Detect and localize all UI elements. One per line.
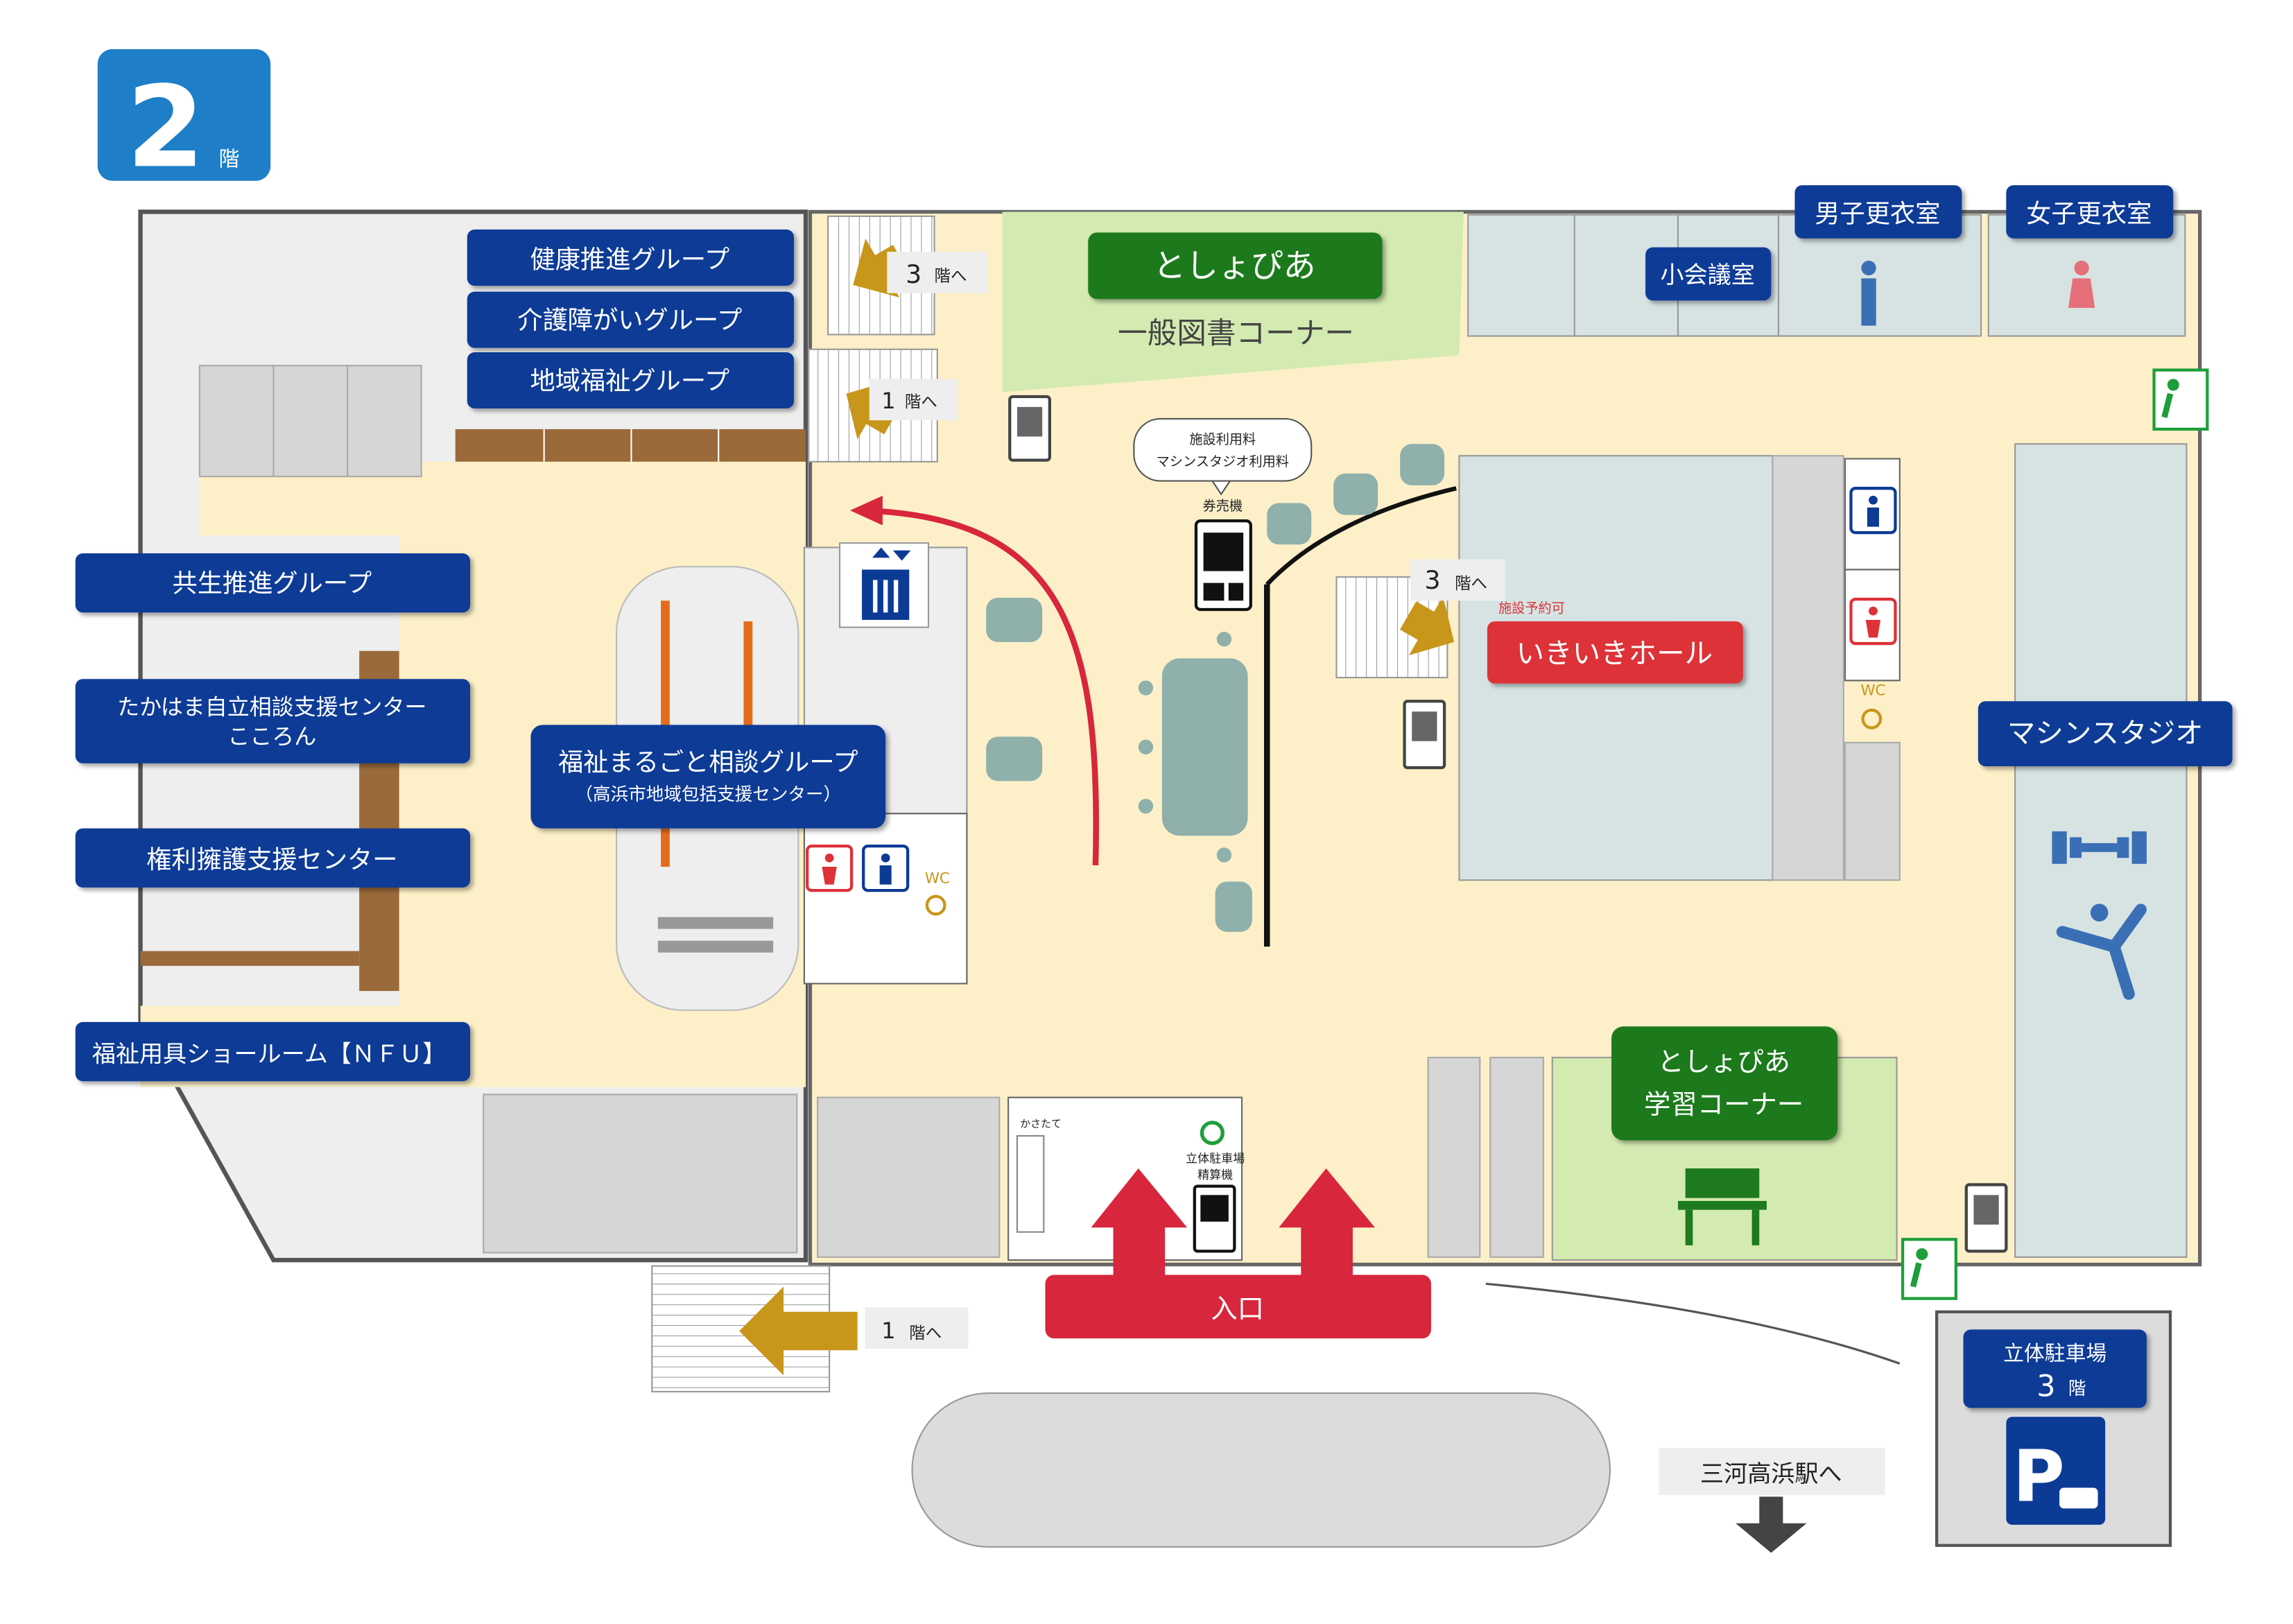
parking-text: 立体駐車場 xyxy=(2003,1342,2106,1366)
station-label[interactable]: 三河高浜駅へ xyxy=(1659,1447,1885,1496)
stairs-to-3f-a[interactable]: 3 階へ xyxy=(887,252,988,293)
to-3f-a-num: 3 xyxy=(906,259,921,289)
gakushu-text-2: 学習コーナー xyxy=(1644,1089,1803,1121)
label-kenri[interactable]: 権利擁護支援センター xyxy=(75,828,471,888)
left-wing xyxy=(138,209,808,1263)
label-danshi[interactable]: 男子更衣室 xyxy=(1794,185,1962,239)
takahama-text-1: たかはま自立相談支援センター xyxy=(117,693,426,720)
bus-loop xyxy=(911,1392,1611,1548)
kenbaiki-text: 券売機 xyxy=(1203,498,1243,514)
ticket-machine-icon xyxy=(1193,1184,1236,1253)
dumbbell-icon xyxy=(2052,831,2147,864)
label-takahama[interactable]: たかはま自立相談支援センター こころん xyxy=(75,679,471,763)
yoyaku-text: 施設予約可 xyxy=(1498,600,1565,616)
machine-text: マシンスタジオ xyxy=(2007,716,2204,750)
emergency-exit-icon xyxy=(2152,368,2209,431)
stairs-to-1f-b[interactable]: 1 階へ xyxy=(865,1307,969,1349)
vending-machine-icon xyxy=(1008,395,1051,462)
male-locker-icon xyxy=(1861,260,1876,326)
nfu-text: 福祉用具ショールーム【ＮＦＵ】 xyxy=(92,1040,447,1068)
down-arrow-1 xyxy=(739,1286,858,1376)
kasatate-text: かさたて xyxy=(1020,1117,1062,1130)
emergency-exit-icon xyxy=(1901,1238,1957,1300)
female-locker-icon xyxy=(2068,260,2095,309)
to-3f-b-num: 3 xyxy=(1425,565,1441,595)
parking-icon: P xyxy=(2006,1417,2106,1525)
gakushu-text-1: としょぴあ xyxy=(1657,1046,1790,1078)
parking-small-text-2: 精算機 xyxy=(1197,1168,1233,1182)
station-text: 三河高浜駅へ xyxy=(1700,1460,1842,1488)
wheelchair-icon xyxy=(1200,1121,1225,1146)
marugoto-text-1: 福祉まるごと相談グループ xyxy=(558,747,858,777)
chiiki-text: 地域福祉グループ xyxy=(530,365,729,395)
floor-number: 2 xyxy=(126,62,205,193)
kaigo-text: 介護障がいグループ xyxy=(517,305,742,335)
wc-text-2: WC xyxy=(1860,682,1885,700)
fee-text-1: 施設利用料 xyxy=(1189,431,1256,447)
to-3f-b-text: 階へ xyxy=(1455,573,1487,593)
kyosei-text: 共生推進グループ xyxy=(172,568,372,598)
takahama-text-2: こころん xyxy=(227,723,316,750)
label-joshi[interactable]: 女子更衣室 xyxy=(2006,185,2174,239)
label-machine[interactable]: マシンスタジオ xyxy=(1978,701,2233,767)
yoga-pose-icon xyxy=(2056,904,2147,1000)
floor-badge: 2 階 xyxy=(97,49,271,193)
label-kaigo[interactable]: 介護障がいグループ xyxy=(467,291,794,348)
label-ikiiki[interactable]: 施設予約可 いきいきホール xyxy=(1487,600,1743,684)
marugoto-text-2: （高浜市地域包括支援センター） xyxy=(575,784,841,805)
label-toshopia[interactable]: としょぴあ xyxy=(1088,232,1383,300)
entrance-button[interactable]: 入口 xyxy=(1045,1275,1431,1339)
to-3f-a-text: 階へ xyxy=(935,266,967,286)
label-kyosei[interactable]: 共生推進グループ xyxy=(75,553,471,613)
entrance-arrow-left xyxy=(1091,1168,1188,1275)
station-arrow xyxy=(1736,1496,1807,1553)
stairs-to-3f-b[interactable]: 3 階へ xyxy=(1410,559,1505,601)
label-marugoto[interactable]: 福祉まるごと相談グループ （高浜市地域包括支援センター） xyxy=(530,725,886,829)
to-1f-a-text: 階へ xyxy=(905,392,937,411)
wheelchair-icon: WC xyxy=(1860,682,1885,729)
to-1f-a-num: 1 xyxy=(881,388,895,414)
parking-num: 3 xyxy=(2036,1369,2055,1403)
label-shokaigi[interactable]: 小会議室 xyxy=(1645,247,1772,301)
male-restroom-icon xyxy=(1849,487,1897,535)
ippan-text: 一般図書コーナー xyxy=(1118,316,1354,351)
kenri-text: 権利擁護支援センター xyxy=(146,845,397,874)
fee-bubble: 施設利用料 マシンスタジオ利用料 xyxy=(1133,417,1313,496)
parking-label[interactable]: 立体駐車場 3 階 xyxy=(1963,1329,2147,1408)
female-restroom-icon xyxy=(1849,597,1897,646)
parking-suffix: 階 xyxy=(2068,1379,2086,1399)
female-restroom-icon xyxy=(806,845,854,892)
fee-text-2: マシンスタジオ利用料 xyxy=(1157,453,1289,469)
shokaigi-text: 小会議室 xyxy=(1660,261,1754,289)
joshi-text: 女子更衣室 xyxy=(2026,198,2152,228)
stairs-to-1f-a[interactable]: 1 階へ xyxy=(869,379,958,421)
entrance-arrow-right xyxy=(1279,1168,1375,1275)
elevator-icon[interactable] xyxy=(839,542,930,628)
parking-p-text: P xyxy=(2013,1436,2065,1519)
vending-machine-icon xyxy=(1403,700,1446,770)
floor-suffix: 階 xyxy=(219,147,240,171)
wc-text-1: WC xyxy=(925,870,950,887)
wheelchair-icon: WC xyxy=(925,870,950,916)
ikiiki-text: いきいきホール xyxy=(1516,637,1713,670)
parking-small-text-1: 立体駐車場 xyxy=(1186,1152,1245,1166)
label-chiiki[interactable]: 地域福祉グループ xyxy=(467,352,794,409)
kenko-text: 健康推進グループ xyxy=(530,244,729,274)
to-1f-b-text: 階へ xyxy=(909,1323,942,1342)
label-gakushu[interactable]: としょぴあ 学習コーナー xyxy=(1611,1026,1838,1141)
male-restroom-icon xyxy=(862,845,910,892)
toshopia-text: としょぴあ xyxy=(1153,247,1315,285)
study-desk-icon xyxy=(1678,1168,1767,1245)
label-kenko[interactable]: 健康推進グループ xyxy=(467,230,794,286)
to-1f-b-num: 1 xyxy=(881,1318,895,1344)
vending-machine-icon xyxy=(1964,1183,2008,1253)
umbrella-stand xyxy=(1016,1135,1045,1233)
label-nfu[interactable]: 福祉用具ショールーム【ＮＦＵ】 xyxy=(75,1021,471,1082)
entrance-text: 入口 xyxy=(1211,1293,1264,1324)
danshi-text: 男子更衣室 xyxy=(1815,198,1940,228)
main-building xyxy=(803,209,2202,1267)
ticket-machine-icon[interactable] xyxy=(1194,519,1252,612)
